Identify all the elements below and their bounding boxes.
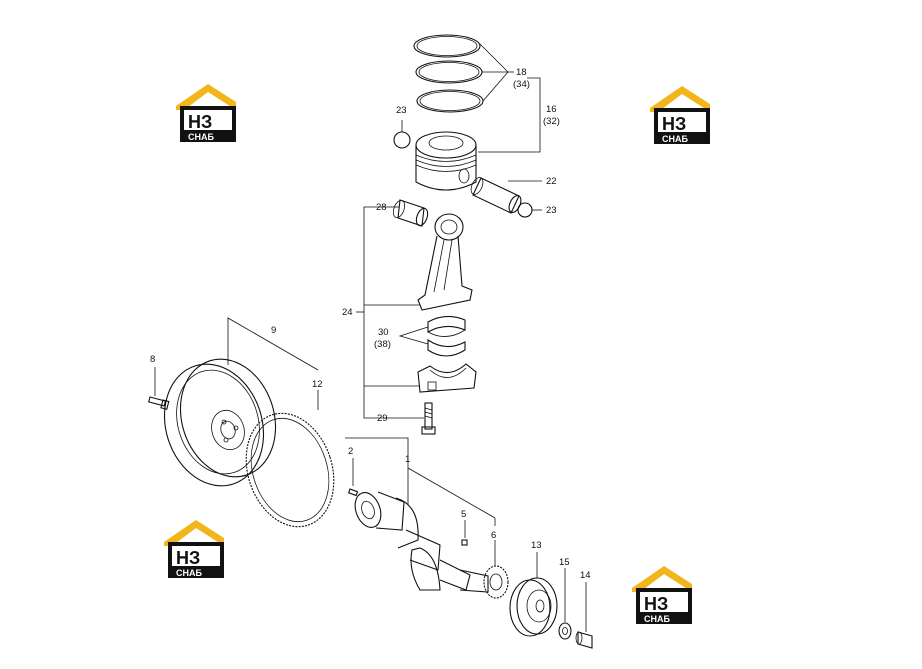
ring-gear-icon xyxy=(245,412,335,528)
logo-roof-icon xyxy=(632,566,692,592)
logo-roof-icon xyxy=(176,84,236,110)
circlip-icon xyxy=(393,131,411,149)
rod-bolt-icon xyxy=(421,402,436,435)
washer-icon xyxy=(558,622,572,640)
callout-12: 12 xyxy=(312,379,323,390)
logo-top-left: НЗ СНАБ xyxy=(176,84,236,142)
callout-18-alt: (34) xyxy=(513,79,530,90)
pulley-bolt-icon xyxy=(575,631,593,649)
callout-2: 2 xyxy=(348,446,353,457)
rod-cap-icon xyxy=(417,363,477,393)
piston-rings-icon xyxy=(413,34,484,113)
key-icon xyxy=(461,539,468,546)
dowel-pin-icon xyxy=(347,488,359,497)
piston-icon xyxy=(415,131,477,191)
logo-bottom-left: НЗ СНАБ xyxy=(164,520,224,578)
leader-18 xyxy=(479,43,514,102)
logo-mark: НЗ xyxy=(644,594,668,614)
crank-gear-icon xyxy=(483,565,509,599)
logo-roof-icon xyxy=(164,520,224,546)
crankshaft-icon xyxy=(354,491,489,593)
logo-text: СНАБ xyxy=(662,134,688,144)
callout-28: 28 xyxy=(376,202,387,213)
logo-mark: НЗ xyxy=(188,112,212,132)
callout-22: 22 xyxy=(546,176,557,187)
bushing-icon xyxy=(392,199,429,227)
logo-roof-icon xyxy=(650,86,710,112)
circlip-icon xyxy=(517,202,533,218)
pulley-icon xyxy=(509,577,558,637)
callout-23-right: 23 xyxy=(546,205,557,216)
logo-mark: НЗ xyxy=(176,548,200,568)
callout-14: 14 xyxy=(580,570,591,581)
callout-15: 15 xyxy=(559,557,570,568)
logo-bottom-right: НЗ СНАБ xyxy=(632,566,692,624)
callout-29: 29 xyxy=(377,413,388,424)
piston-pin-icon xyxy=(470,177,522,214)
leader-1 xyxy=(345,437,409,505)
logo-top-right: НЗ СНАБ xyxy=(650,86,710,144)
callout-9: 9 xyxy=(271,325,276,336)
logo-mark: НЗ xyxy=(662,114,686,134)
callout-16-alt: (32) xyxy=(543,116,560,127)
logo-text: СНАБ xyxy=(188,132,214,142)
callout-6: 6 xyxy=(491,530,496,541)
logo-text: СНАБ xyxy=(644,614,670,624)
callout-23-top: 23 xyxy=(396,105,407,116)
callout-8: 8 xyxy=(150,354,155,365)
flywheel-bolt-icon xyxy=(148,396,170,410)
callout-30-alt: (38) xyxy=(374,339,391,350)
callout-13: 13 xyxy=(531,540,542,551)
callout-1: 1 xyxy=(405,454,410,465)
callout-24: 24 xyxy=(342,307,353,318)
bearing-shell-upper-icon xyxy=(427,315,466,337)
logo-text: СНАБ xyxy=(176,568,202,578)
callout-30: 30 xyxy=(378,327,389,338)
flywheel-icon xyxy=(163,358,277,487)
leader-24 xyxy=(356,206,420,419)
leader-9 xyxy=(227,317,319,371)
callout-16: 16 xyxy=(546,104,557,115)
callout-5: 5 xyxy=(461,509,466,520)
leader-16 xyxy=(478,77,541,153)
callout-18: 18 xyxy=(516,67,527,78)
bearing-shell-lower-icon xyxy=(427,338,466,357)
connecting-rod-icon xyxy=(417,213,473,311)
